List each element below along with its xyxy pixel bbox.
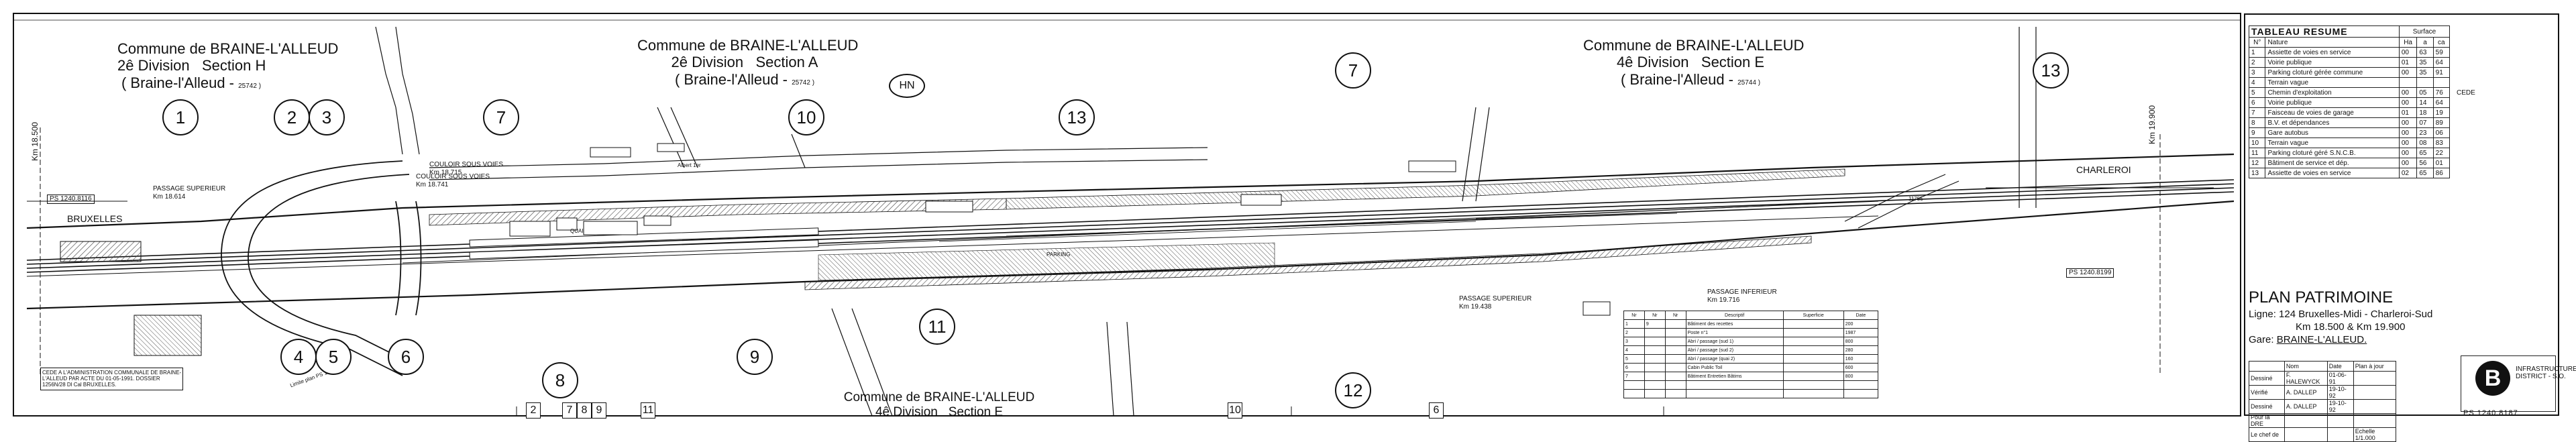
callout-7b: 7 [1335,52,1371,89]
site-plan-drawing [13,13,2241,417]
callout-10: 10 [788,99,824,135]
road-streets [375,26,2037,417]
hatched-zone-yard [1006,168,1845,210]
km-range-text: Km 18.500 & Km 19.900 [2296,321,2406,333]
box-10: 10 [1228,402,1242,419]
box-7: 7 [562,402,577,419]
railway-tracks [26,153,2235,310]
box-8: 8 [577,402,592,419]
callout-13b: 13 [2033,52,2069,89]
platform-quai-2 [469,239,819,260]
brand-text: INFRASTRUCTURE DISTRICT - S.O. [2516,366,2576,380]
callout-9: 9 [737,339,773,375]
buildings [60,143,1611,356]
quai-label: QUAI [570,228,584,234]
plan-title: PLAN PATRIMOINE Ligne: 124 Bruxelles-Mid… [2249,288,2450,345]
callout-3: 3 [309,99,345,135]
callout-11: 11 [919,309,955,345]
hn-symbol: HN [889,74,925,98]
callout-8: 8 [542,362,578,398]
cede-label: CEDE [2457,89,2475,97]
bruxelles-label: BRUXELLES [67,213,123,224]
callout-7a: 7 [483,99,519,135]
dimension-lines [27,127,2214,376]
km-right-label: Km 19.900 [2147,105,2157,144]
commune-label-section-e-bottom: Commune de BRAINE-L'ALLEUD 4ê Division S… [843,390,1035,419]
box-9: 9 [592,402,606,419]
ligne-text: Ligne: 124 Bruxelles-Midi - Charleroi-Su… [2249,309,2433,320]
table-row: Pour la DRE [2249,413,2397,428]
callout-1: 1 [162,99,199,135]
plan-title-text: PLAN PATRIMOINE [2249,288,2394,307]
callout-13a: 13 [1059,99,1095,135]
cession-note: CEDE A L'ADMINISTRATION COMMUNALE DE BRA… [40,368,184,390]
platform-quai [469,227,819,247]
commune-label-section-h: Commune de BRAINE-L'ALLEUD 2ê Division S… [117,40,339,91]
callout-12: 12 [1335,372,1371,408]
ps-left-label: PS 1240.8116 [47,195,95,204]
km-left-label: Km 18.500 [30,121,40,161]
commune-label-section-e-top: Commune de BRAINE-L'ALLEUD 4ê Division S… [1583,37,1805,88]
callout-4: 4 [280,339,317,375]
title-block [2244,13,2559,416]
hatched-zone-parking [818,242,1275,281]
gare-text: Gare: BRAINE-L'ALLEUD. [2249,334,2367,345]
box-2: 2 [526,402,541,419]
plan-reference: PS 1240.8187 [2463,409,2518,417]
brand-box [2461,355,2556,412]
sncb-logo-icon: B [2475,361,2510,396]
km-11755: 11755 [1909,196,1923,202]
charleroi-label: CHARLEROI [2076,164,2131,175]
hatched-zone-lower [804,235,1812,290]
albert-street: Albert 1er [678,162,701,168]
callout-5: 5 [315,339,352,375]
commune-label-section-a: Commune de BRAINE-L'ALLEUD 2ê Division S… [637,37,859,88]
callout-6: 6 [388,339,424,375]
road-loop [221,160,422,376]
box-6: 6 [1429,402,1444,419]
box-11: 11 [641,402,655,419]
ps-right-label: PS 1240.8199 [2066,268,2114,278]
parking-label: PARKING [1046,252,1071,258]
callout-2: 2 [274,99,310,135]
